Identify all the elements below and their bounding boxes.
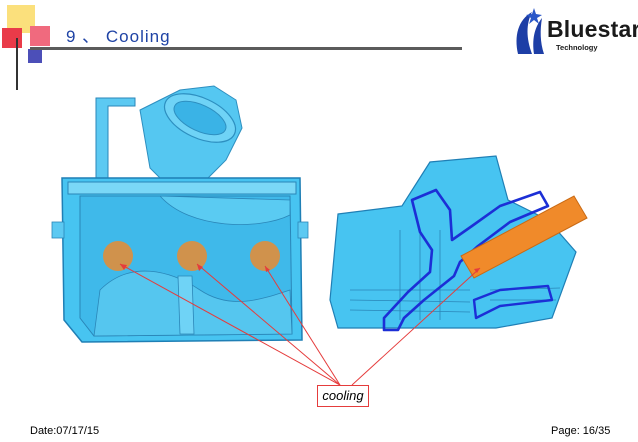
bluestar-star-icon: [516, 8, 544, 54]
callout-arrowheads: [120, 264, 480, 273]
housing-part-left: [51, 85, 309, 343]
footer-date: Date:07/17/15: [30, 425, 100, 437]
cooling-callout-label: cooling: [317, 385, 369, 407]
page-title: 9 、 Cooling: [66, 27, 171, 46]
footer-page-number: Page: 16/35: [551, 425, 611, 437]
cooling-marker: [250, 241, 280, 271]
title-divider: [30, 47, 462, 50]
cooling-channel-marker: [460, 195, 588, 279]
section-view-right: [329, 155, 577, 332]
brand-name: Bluestar: [547, 16, 638, 42]
brand-tagline: Technology: [556, 43, 598, 52]
cooling-marker: [177, 241, 207, 271]
callout-leader-lines: [119, 263, 481, 386]
cooling-marker: [103, 241, 133, 271]
